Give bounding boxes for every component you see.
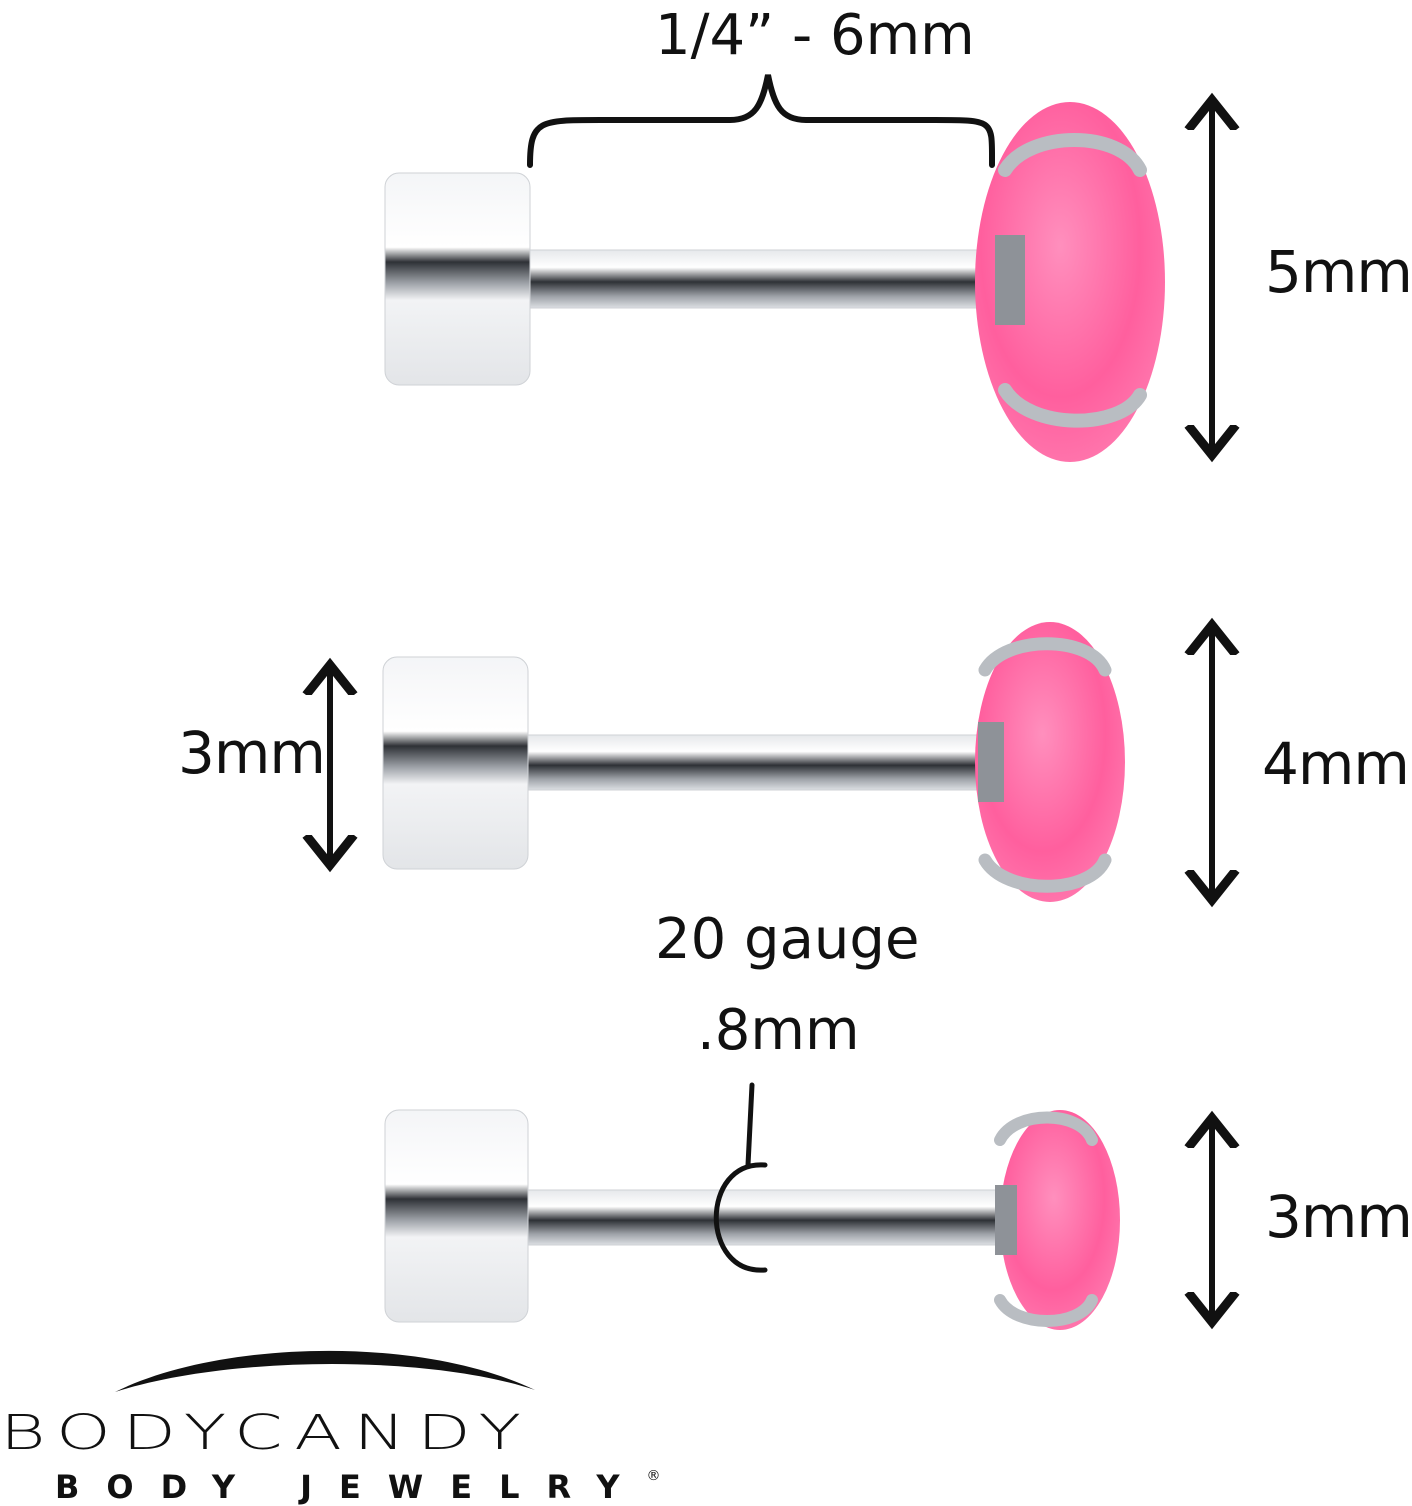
gem <box>975 622 1125 902</box>
back-disc <box>384 172 531 386</box>
back-disc <box>382 656 529 870</box>
prong-setting <box>994 1111 1098 1327</box>
stud-medium <box>382 622 1125 902</box>
gauge-mm-label: .8mm <box>697 998 860 1063</box>
length-bracket <box>527 74 996 168</box>
gem <box>1000 1110 1120 1330</box>
length-label: 1/4” - 6mm <box>655 3 975 68</box>
brand-tagline-text: BODY JEWELRY <box>55 1468 647 1506</box>
gauge-pointer <box>713 1082 768 1273</box>
registered-mark: ® <box>646 1468 661 1484</box>
brand-name: BODYCANDY <box>0 1405 533 1461</box>
stud-small <box>384 1109 1120 1330</box>
stud-medium-label: 4mm <box>1262 730 1410 798</box>
bar <box>514 734 991 791</box>
back-disc-label: 3mm <box>178 719 326 787</box>
stud-large <box>384 102 1165 462</box>
gauge-label: 20 gauge <box>655 907 920 972</box>
prong-setting <box>998 133 1147 428</box>
gem <box>975 102 1165 462</box>
brand-swoosh <box>115 1350 535 1392</box>
jewelry-illustration <box>115 74 1367 1392</box>
stud-small-label: 3mm <box>1265 1183 1412 1251</box>
brand-logo: BODYCANDY BODY JEWELRY® <box>0 1350 680 1506</box>
brand-tagline: BODY JEWELRY® <box>55 1468 661 1506</box>
stud-large-label: 5mm <box>1265 238 1412 306</box>
bar <box>514 1189 1006 1246</box>
prong-setting <box>978 637 1112 893</box>
bar <box>519 249 1011 309</box>
back-disc <box>384 1109 529 1323</box>
